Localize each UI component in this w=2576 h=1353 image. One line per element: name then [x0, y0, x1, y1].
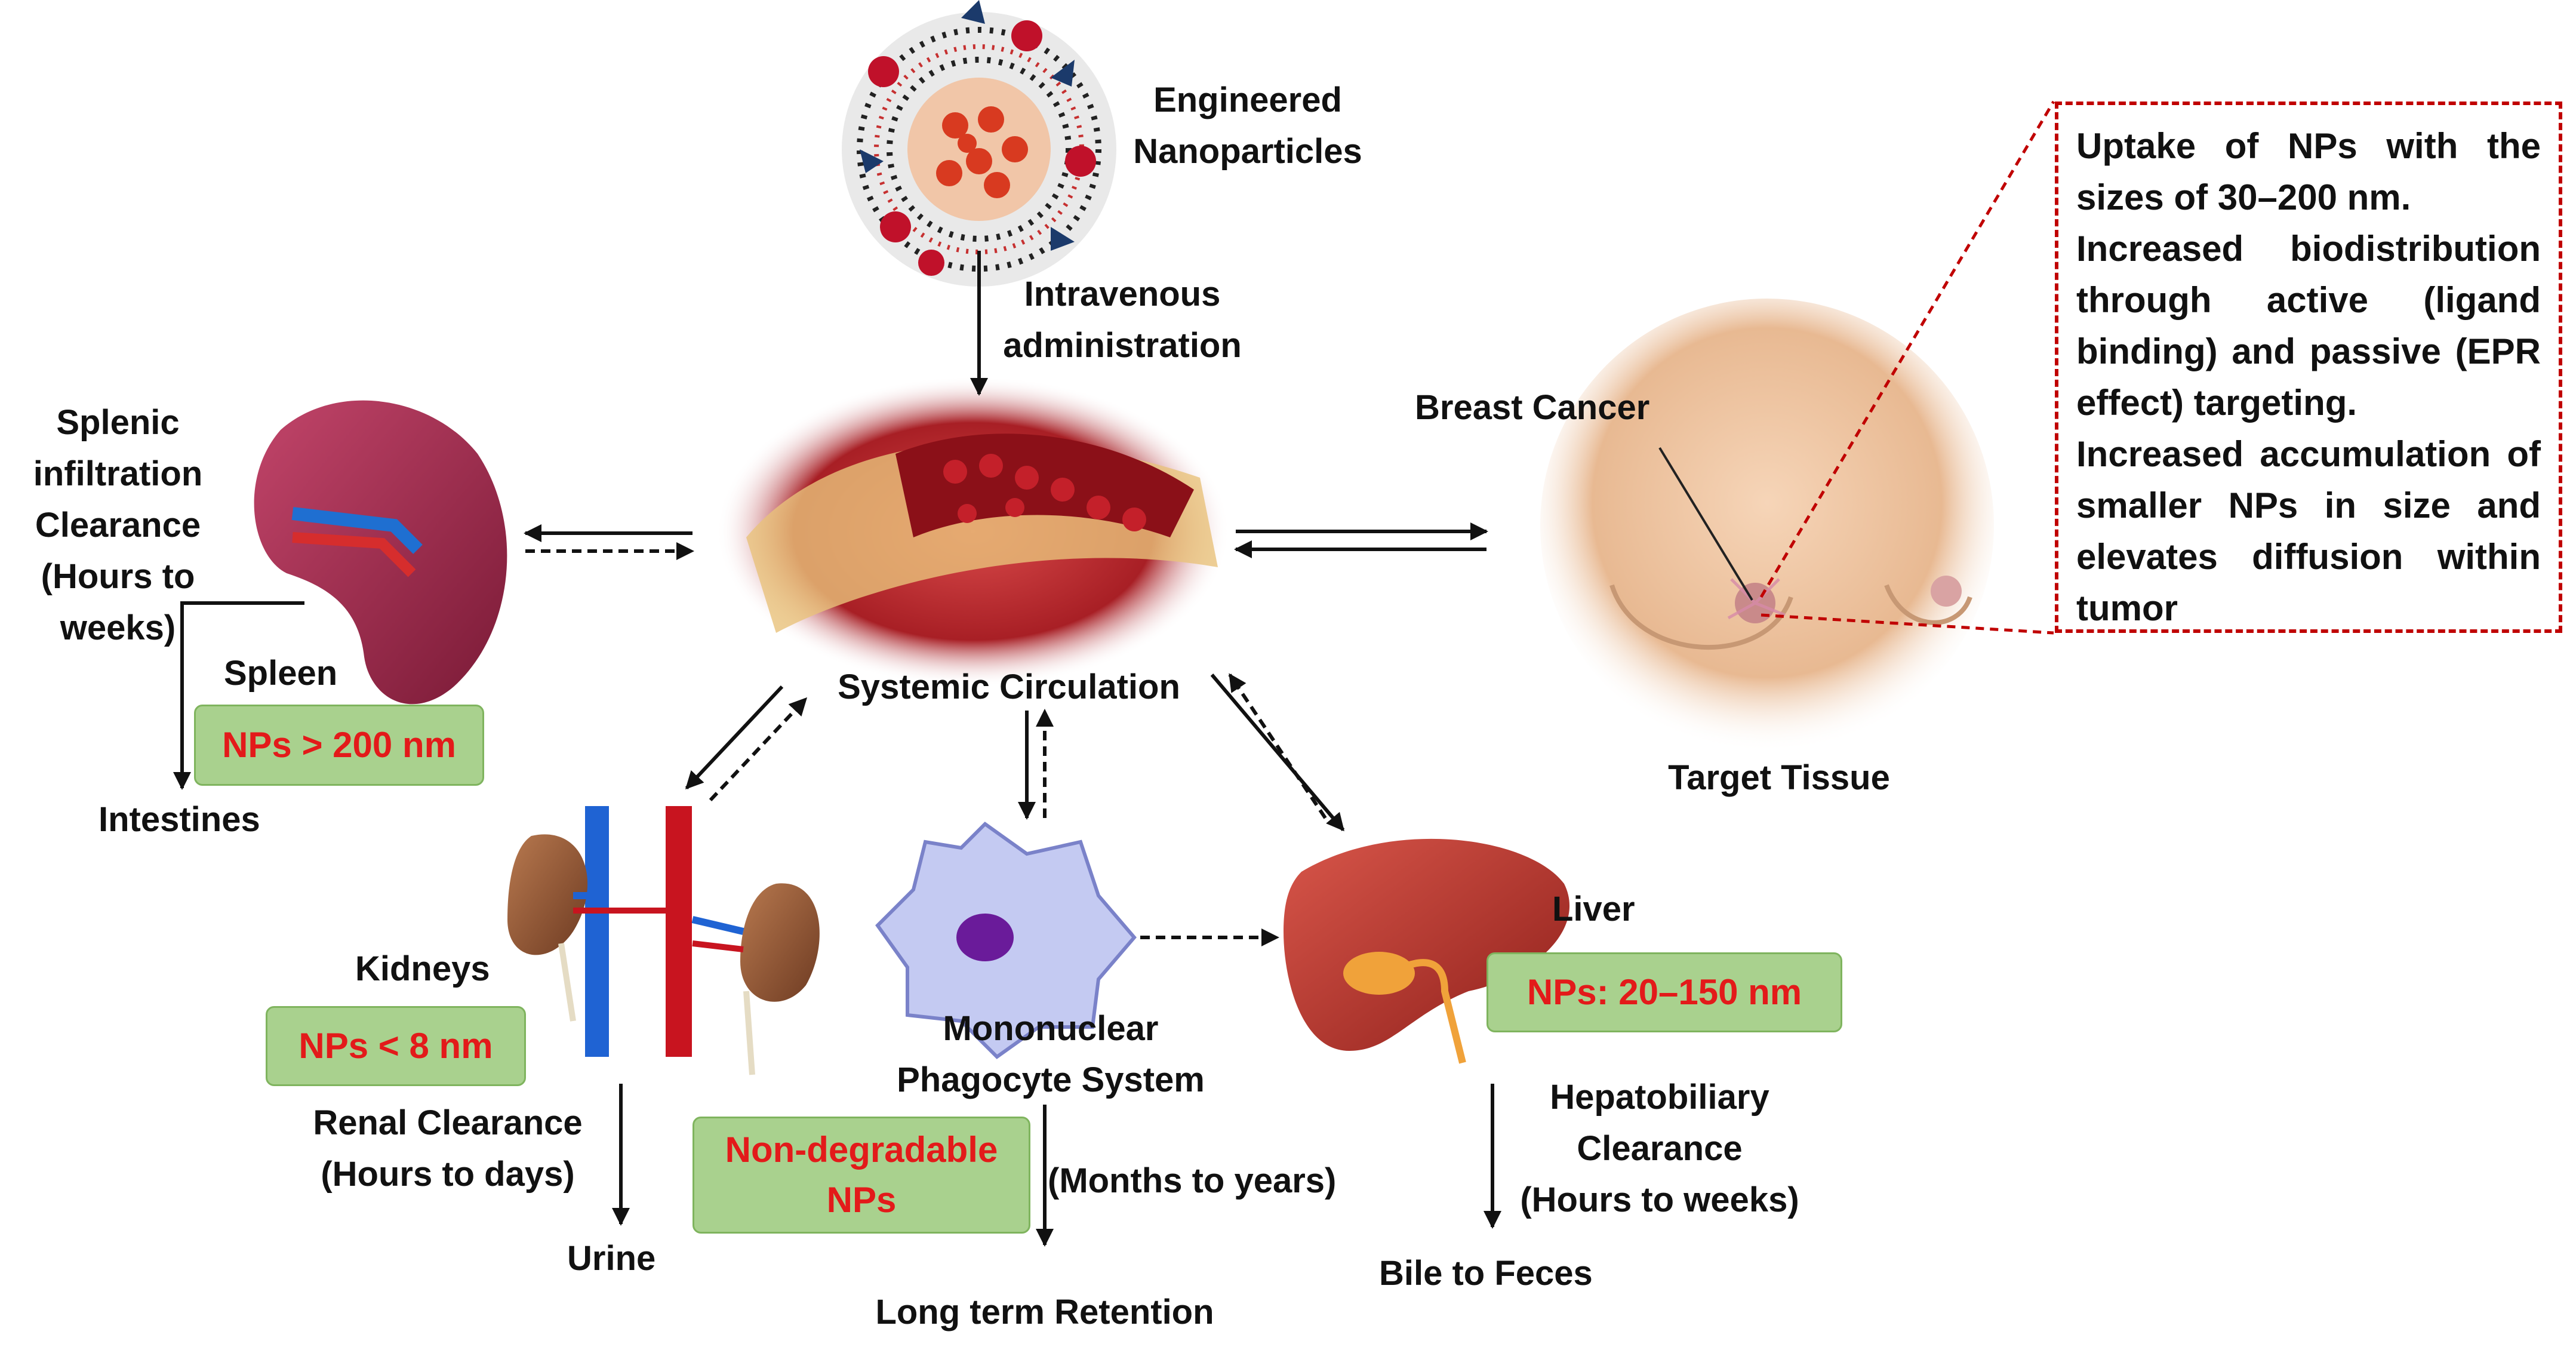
arrow-kidney-to-circulation [709, 697, 808, 802]
months-to-years-label: (Months to years) [1048, 1161, 1337, 1200]
blood-vessel-illustration [716, 376, 1230, 687]
flow-arrows [173, 251, 1501, 1247]
liver-size-badge: NPs: 20–150 nm [1486, 952, 1842, 1032]
splenic-clearance-label: Splenic infiltration Clearance (Hours to… [33, 403, 203, 647]
info-line-3: Increased accumulation of smaller NPs in… [2076, 434, 2541, 628]
arrow-spleen-to-intestines [173, 601, 304, 790]
arrow-liver-to-circulation [1228, 673, 1327, 819]
kidney-size-badge: NPs < 8 nm [266, 1006, 526, 1086]
long-term-retention-label: Long term Retention [875, 1293, 1214, 1332]
liver-label: Liver [1552, 890, 1635, 928]
macrophage-illustration [875, 822, 1137, 1059]
info-box-connectors [1759, 100, 2055, 635]
spleen-label: Spleen [224, 654, 338, 693]
nanoparticle-illustration [842, 0, 1116, 287]
kidneys-illustration [507, 806, 820, 1075]
liver-illustration [1284, 838, 1570, 1064]
target-tissue-label: Target Tissue [1668, 758, 1890, 797]
spleen-illustration [254, 400, 507, 705]
bile-to-feces-label: Bile to Feces [1379, 1254, 1593, 1293]
hepatobiliary-clearance-label: Hepatobiliary Clearance (Hours to weeks) [1520, 1078, 1799, 1219]
mps-label: Mononuclear Phagocyte System [897, 1009, 1205, 1099]
breast-illustration [1540, 299, 1994, 752]
urine-label: Urine [567, 1239, 656, 1278]
arrow-circulation-to-liver [1210, 674, 1345, 832]
kidneys-label: Kidneys [355, 949, 490, 988]
spleen-size-badge: NPs > 200 nm [194, 705, 484, 786]
arrow-circulation-to-kidney [685, 685, 784, 790]
info-line-2: Increased biodistribution through active… [2076, 229, 2541, 423]
mps-size-badge: Non-degradable NPs [693, 1117, 1030, 1234]
tumor-uptake-info-box: Uptake of NPs with the sizes of 30–200 n… [2055, 102, 2562, 633]
intestines-label: Intestines [99, 800, 260, 839]
renal-clearance-label: Renal Clearance (Hours to days) [313, 1103, 583, 1194]
intravenous-label: Intravenous administration [1003, 275, 1242, 365]
breast-cancer-label: Breast Cancer [1415, 388, 1650, 427]
systemic-circulation-label: Systemic Circulation [838, 668, 1180, 706]
engineered-nanoparticles-label: Engineered Nanoparticles [1133, 81, 1362, 171]
info-line-1: Uptake of NPs with the sizes of 30–200 n… [2076, 126, 2541, 217]
